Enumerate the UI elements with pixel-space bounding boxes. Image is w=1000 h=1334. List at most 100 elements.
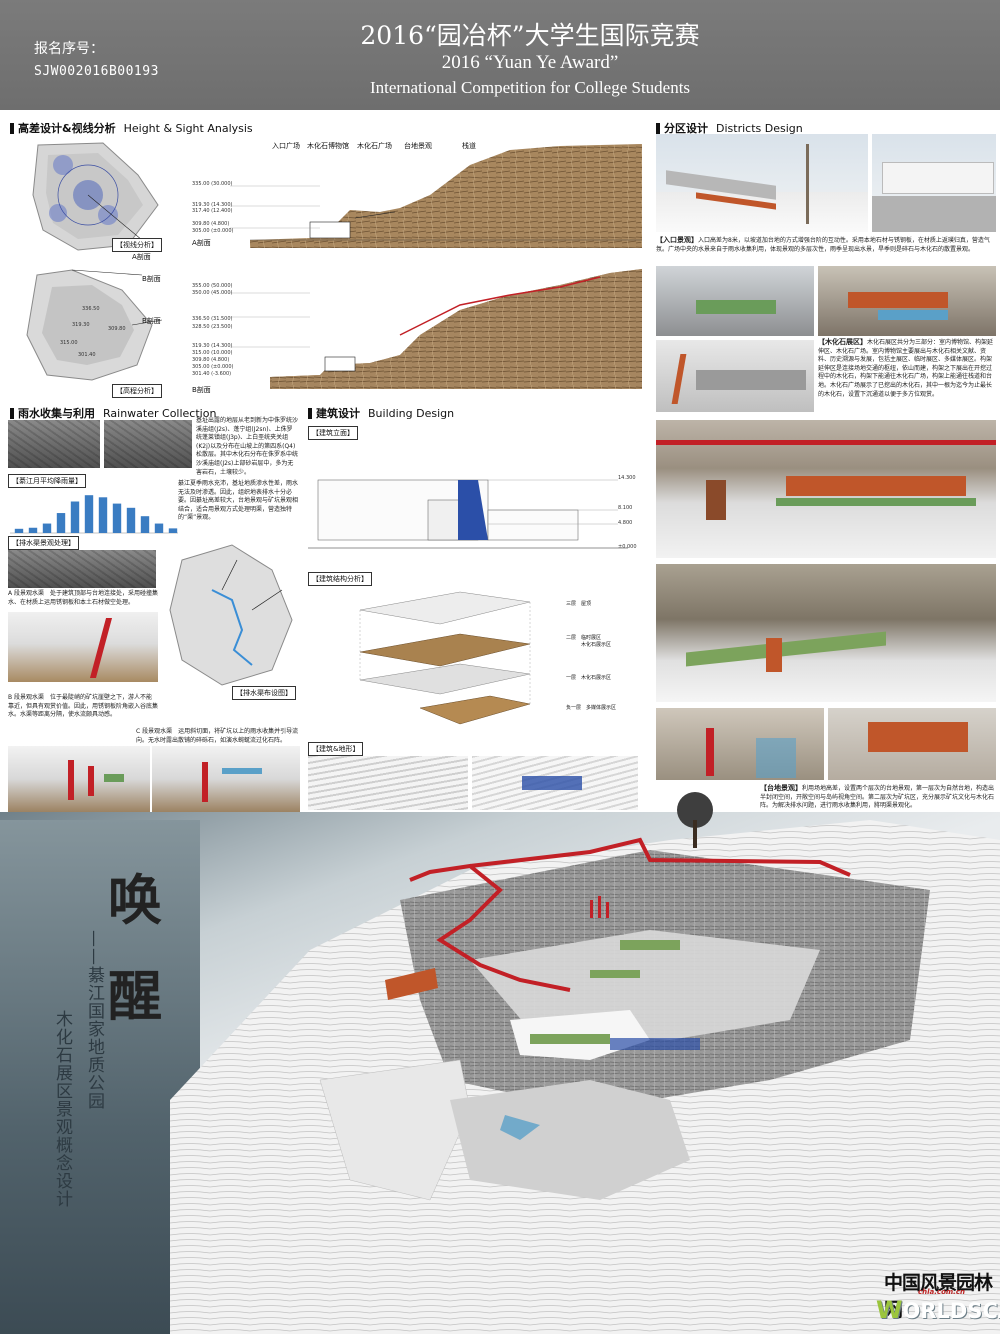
concept-subtitle-2: 木化石展区景观概念设计 <box>52 1010 72 1208</box>
rain-intro-text: 基址出露的地层从老到新为中侏罗统沙溪庙组(J2s)、蓬宁组(J2sn)、上侏罗统… <box>196 417 299 476</box>
masterplan-aerial <box>170 792 1000 1334</box>
sight-point <box>49 204 67 222</box>
plan-b-label-top: B剖面 <box>142 275 161 283</box>
header-banner: 报名序号： SJW002016B00193 2016“园冶杯”大学生国际竞赛 2… <box>0 0 1000 110</box>
building-elevation <box>308 479 628 549</box>
fossil-render-2 <box>818 266 996 336</box>
rain-chart-caption: 【綦江月平均降雨量】 <box>8 474 86 488</box>
fossil-plaza-render <box>656 420 996 558</box>
structure-exploded-axon <box>359 591 531 725</box>
registration-number: SJW002016B00193 <box>34 64 159 79</box>
section-a-caption: A剖面 <box>192 239 211 247</box>
rock-photo-1 <box>8 420 100 468</box>
tree-canopy <box>677 792 713 828</box>
concept-char-1: 唤 <box>108 869 162 932</box>
concept-char-2: 醒 <box>108 965 162 1028</box>
layer-basement: 负一层 多媒体展示区 <box>566 705 617 711</box>
elevation-caption: 【建筑立面】 <box>308 426 358 440</box>
a-elev-3: 317.40 (12.400) <box>192 208 233 214</box>
entry-render-2 <box>872 134 996 232</box>
registration-label: 报名序号： <box>34 41 104 57</box>
plan-mark-3: 309.80 <box>108 326 126 332</box>
sight-analysis-plan <box>32 142 159 251</box>
drain-a-text: A 段景观水渠 处于建筑顶部与台地连接处，采用碰撞集水、在材质上运用锈钢板和本土… <box>8 590 159 606</box>
a-elev-2: 319.30 (14.300) <box>192 202 233 208</box>
fossil-render-3 <box>656 340 814 412</box>
rainfall-bar <box>126 507 136 533</box>
rainfall-bar <box>28 527 38 533</box>
water-feature <box>500 1115 540 1140</box>
drain-photo <box>8 550 156 588</box>
plan-mark-1: 336.50 <box>82 306 100 312</box>
height-caption: 【高程分析】 <box>112 384 162 398</box>
sight-point <box>53 155 73 175</box>
worldscape-logo: WORLDSCAPE <box>876 1296 1000 1324</box>
terrace-render-3 <box>828 708 996 780</box>
title-en-1: 2016 “Yuan Ye Award” <box>441 52 619 73</box>
drain-b-render <box>8 746 150 812</box>
fossil-render-1 <box>656 266 814 336</box>
plan-a-label: A剖面 <box>132 253 151 261</box>
plan-mark-5: 301.40 <box>78 352 96 358</box>
label-fossil-plaza: 木化石广场 <box>357 142 392 150</box>
b-elev-8: 305.00 (±0.000) <box>192 364 234 370</box>
plan-mark-2: 319.30 <box>72 322 90 328</box>
red-boardwalk <box>409 863 571 992</box>
terrain-caption: 【建筑&地形】 <box>308 742 364 756</box>
sight-caption: 【视线分析】 <box>112 238 162 252</box>
layer-1: 一层 木化石展示区 <box>566 675 612 681</box>
drain-plan-caption: 【排水渠布设图】 <box>232 686 296 700</box>
chla-logo: 中国风景园林网 <box>884 1272 993 1321</box>
drain-a-section <box>8 612 158 682</box>
terrace-green <box>620 940 680 950</box>
rainfall-bar <box>14 528 24 533</box>
corten-frame <box>385 968 438 1000</box>
layer-2: 二层 临时展区 木化石展示区 <box>566 635 612 648</box>
b-elev-4: 328.50 (23.500) <box>192 324 233 330</box>
terrace-render-2 <box>656 708 824 780</box>
drain-caption: 【排水渠景观处理】 <box>8 536 79 550</box>
elev-mark-3: 4.800 <box>618 520 633 526</box>
title-cn: 2016“园冶杯”大学生国际竞赛 <box>360 21 700 50</box>
rainfall-bar <box>154 523 164 533</box>
b-elev-6: 315.00 (10.000) <box>192 350 233 356</box>
a-elev-1: 335.00 (30.000) <box>192 181 233 187</box>
museum-glass <box>610 1038 700 1050</box>
plan-mark-4: 315.00 <box>60 340 78 346</box>
rainfall-bar <box>140 516 150 533</box>
b-elev-9: 301.40 (-3.600) <box>192 371 232 377</box>
rainfall-bar <box>168 528 178 533</box>
section-b-drawing <box>230 269 642 389</box>
label-entry-plaza: 入口广场 <box>272 142 300 150</box>
fossil-description: 【木化石展区】木化石展区共分为三部分：室内博物馆、构架延伸区、木化石广场。室内博… <box>818 338 994 398</box>
entry-description: 【入口景观】入口高差为8米，以坡道加台地的方式增强台阶的互动性。采用本地石材与锈… <box>656 236 990 253</box>
concept-side-panel <box>0 820 200 1334</box>
rain-text: 綦江夏季雨水充沛，基址地质渗水性差，雨水无法及时渗透。因此，组织地表排水十分必要… <box>178 480 299 522</box>
terrace-green <box>590 970 640 978</box>
rainfall-bar <box>98 497 108 533</box>
label-terrace: 台地景观 <box>404 142 432 150</box>
rainfall-bar <box>56 513 66 533</box>
elev-mark-4: ±0.000 <box>618 544 637 550</box>
section-a-drawing <box>230 144 642 248</box>
b-elev-2: 350.00 (45.000) <box>192 290 233 296</box>
height-analysis-plan <box>26 269 163 381</box>
structure-caption: 【建筑结构分析】 <box>308 572 372 586</box>
entry-render-1 <box>656 134 868 232</box>
a-elev-5: 305.00 (±0.000) <box>192 228 234 234</box>
b-elev-7: 309.80 (4.800) <box>192 357 230 363</box>
drain-c-render <box>152 746 300 812</box>
rainfall-bar <box>84 495 94 533</box>
title-en-2: International Competition for College St… <box>369 78 691 97</box>
label-museum: 木化石博物馆 <box>307 142 349 150</box>
chla-url: chla.com.cn <box>918 1288 965 1296</box>
elev-mark-1: 14.300 <box>618 475 636 481</box>
rock-photo-2 <box>104 420 192 468</box>
terrace-render <box>656 564 996 702</box>
rainfall-bar <box>42 523 52 533</box>
terrain-render-2 <box>472 756 638 810</box>
